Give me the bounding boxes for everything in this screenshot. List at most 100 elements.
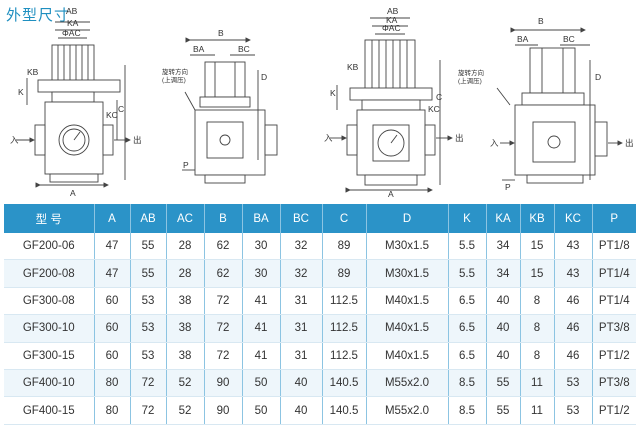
table-cell: 40 bbox=[486, 342, 521, 370]
table-cell: M55x2.0 bbox=[366, 396, 449, 425]
left-side-labels: B BA BC D P 旋转方向 (上调压) bbox=[162, 28, 267, 170]
table-cell: 41 bbox=[242, 287, 281, 316]
col-header-c: C bbox=[322, 204, 367, 233]
table-cell: 112.5 bbox=[322, 314, 367, 343]
col-header-ab: AB bbox=[130, 204, 167, 233]
col-header-a: A bbox=[94, 204, 131, 233]
table-cell: 8 bbox=[520, 314, 555, 343]
svg-text:B: B bbox=[218, 28, 224, 38]
table-cell: 72 bbox=[204, 314, 243, 343]
table-cell: PT3/8 bbox=[592, 369, 636, 398]
svg-text:出: 出 bbox=[133, 135, 142, 145]
table-cell: 40 bbox=[486, 314, 521, 343]
table-cell: 31 bbox=[280, 342, 323, 370]
svg-text:(上调压): (上调压) bbox=[458, 76, 482, 85]
table-cell: 32 bbox=[280, 259, 323, 288]
svg-text:BC: BC bbox=[563, 34, 575, 44]
left-front-view bbox=[16, 21, 131, 188]
svg-text:AB: AB bbox=[66, 6, 78, 16]
table-cell: 38 bbox=[166, 287, 205, 316]
svg-text:KA: KA bbox=[386, 15, 398, 25]
svg-text:出: 出 bbox=[455, 133, 464, 143]
table-cell: 50 bbox=[242, 396, 281, 425]
svg-text:ΦAC: ΦAC bbox=[62, 28, 81, 38]
table-cell: 53 bbox=[130, 287, 167, 316]
svg-text:A: A bbox=[388, 189, 394, 199]
col-header-d: D bbox=[366, 204, 449, 233]
table-header-row: 型 号 A AB AC B BA BC C D K KA KB KC P bbox=[4, 204, 636, 233]
table-cell: GF400-15 bbox=[4, 396, 95, 425]
svg-text:KA: KA bbox=[67, 18, 79, 28]
svg-text:B: B bbox=[538, 16, 544, 26]
table-cell: 6.5 bbox=[448, 342, 487, 370]
col-header-ka: KA bbox=[486, 204, 521, 233]
right-side-view bbox=[496, 27, 623, 184]
svg-text:A: A bbox=[70, 188, 76, 198]
table-cell: 15 bbox=[520, 233, 555, 261]
svg-text:K: K bbox=[330, 88, 336, 98]
col-header-bc: BC bbox=[280, 204, 323, 233]
table-cell: 72 bbox=[130, 396, 167, 425]
table-cell: 6.5 bbox=[448, 314, 487, 343]
table-cell: 31 bbox=[280, 287, 323, 316]
left-side-view bbox=[182, 37, 278, 184]
table-cell: GF200-08 bbox=[4, 259, 95, 288]
table-cell: 5.5 bbox=[448, 259, 487, 288]
table-cell: 72 bbox=[204, 287, 243, 316]
table-cell: 90 bbox=[204, 369, 243, 398]
table-cell: 90 bbox=[204, 396, 243, 425]
svg-text:入: 入 bbox=[10, 135, 19, 145]
table-cell: 47 bbox=[94, 233, 131, 261]
table-cell: 140.5 bbox=[322, 396, 367, 425]
table-cell: 62 bbox=[204, 259, 243, 288]
col-header-p: P bbox=[592, 204, 636, 233]
table-cell: 11 bbox=[520, 396, 555, 425]
table-cell: 55 bbox=[486, 369, 521, 398]
table-cell: 38 bbox=[166, 342, 205, 370]
table-cell: 41 bbox=[242, 314, 281, 343]
table-cell: 40 bbox=[280, 369, 323, 398]
svg-text:KC: KC bbox=[428, 104, 440, 114]
right-front-view bbox=[330, 17, 453, 193]
table-cell: GF300-10 bbox=[4, 314, 95, 343]
table-cell: 53 bbox=[130, 314, 167, 343]
table-cell: PT1/8 bbox=[592, 233, 636, 261]
table-cell: M30x1.5 bbox=[366, 233, 449, 261]
table-cell: 46 bbox=[554, 314, 593, 343]
dimension-table: 型 号 A AB AC B BA BC C D K KA KB KC P GF2… bbox=[4, 204, 636, 425]
col-header-ac: AC bbox=[166, 204, 205, 233]
col-header-model: 型 号 bbox=[4, 204, 95, 233]
table-cell: M40x1.5 bbox=[366, 287, 449, 316]
table-cell: 43 bbox=[554, 259, 593, 288]
table-cell: 55 bbox=[130, 259, 167, 288]
table-cell: 43 bbox=[554, 233, 593, 261]
svg-text:入: 入 bbox=[324, 133, 333, 143]
svg-text:KC: KC bbox=[106, 110, 118, 120]
table-cell: 47 bbox=[94, 259, 131, 288]
table-cell: 89 bbox=[322, 259, 367, 288]
table-cell: 55 bbox=[130, 233, 167, 261]
svg-text:KB: KB bbox=[347, 62, 359, 72]
col-header-kc: KC bbox=[554, 204, 593, 233]
table-cell: 46 bbox=[554, 342, 593, 370]
table-cell: 8.5 bbox=[448, 396, 487, 425]
svg-text:D: D bbox=[595, 72, 601, 82]
table-cell: 80 bbox=[94, 396, 131, 425]
col-header-b: B bbox=[204, 204, 243, 233]
svg-text:KB: KB bbox=[27, 67, 39, 77]
col-header-ba: BA bbox=[242, 204, 281, 233]
table-cell: 28 bbox=[166, 259, 205, 288]
svg-text:P: P bbox=[505, 182, 511, 192]
table-cell: GF300-15 bbox=[4, 342, 95, 370]
table-cell: PT1/4 bbox=[592, 287, 636, 316]
svg-text:ΦAC: ΦAC bbox=[382, 23, 401, 33]
table-cell: PT3/8 bbox=[592, 314, 636, 343]
right-side-labels: B BA BC D P 旋转方向 (上调压) 入 出 bbox=[458, 16, 634, 192]
table-cell: 72 bbox=[204, 342, 243, 370]
col-header-kb: KB bbox=[520, 204, 555, 233]
